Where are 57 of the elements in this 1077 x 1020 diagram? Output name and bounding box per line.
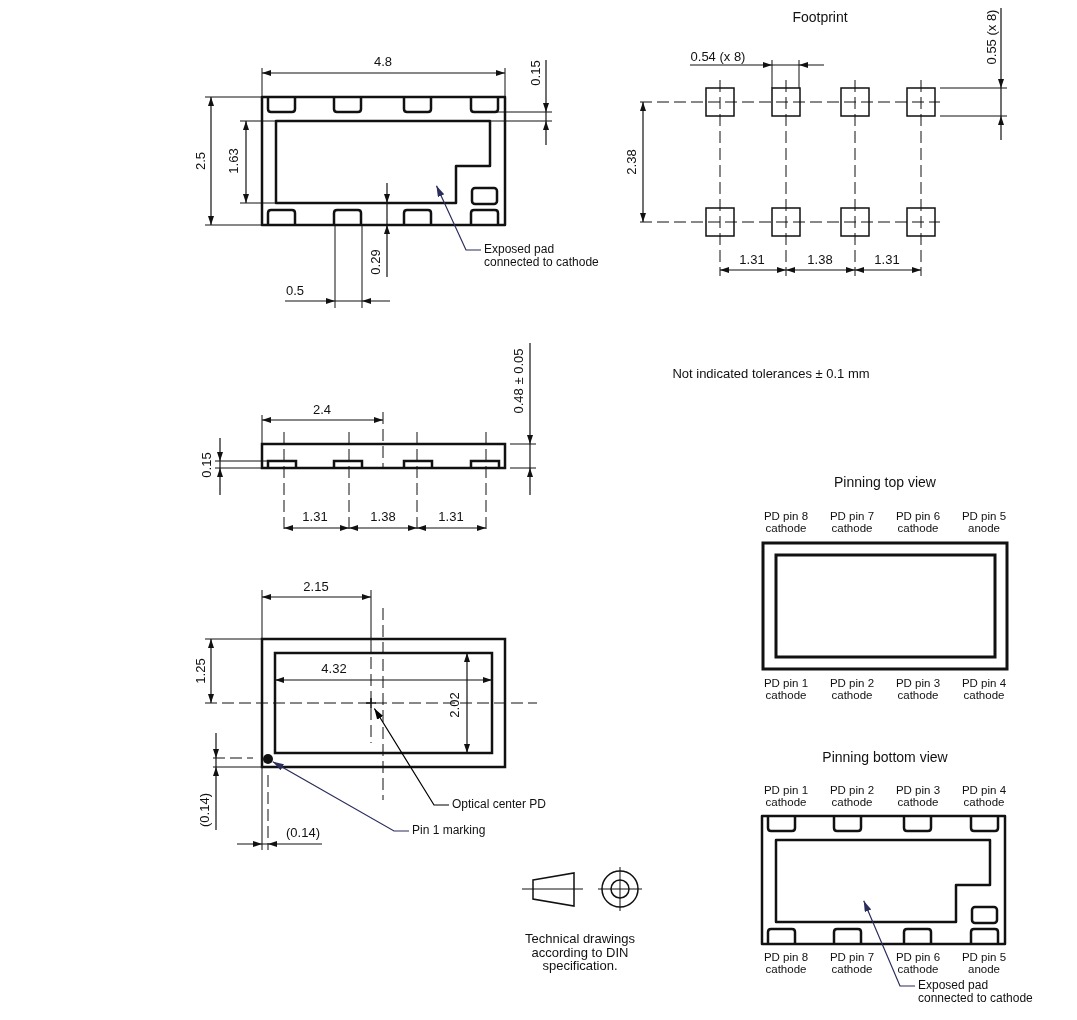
dimension-label: 1.31 [438, 510, 464, 524]
dimension-label: 1.63 [227, 148, 241, 174]
exposed-pad [274, 119, 492, 205]
view-title: Pinning bottom view [822, 749, 948, 765]
pin-label: PD pin 2 cathode [828, 783, 876, 809]
pin-label: PD pin 7 cathode [828, 509, 876, 535]
leader-line [272, 761, 410, 832]
dimension-label: 0.48 ± 0.05 [512, 348, 526, 414]
dimension-label: 2.4 [312, 403, 332, 417]
pin-label: PD pin 3 cathode [894, 676, 942, 702]
pin-label: PD pin 8 cathode [762, 509, 810, 535]
dimension-label: 2.02 [448, 692, 462, 718]
pin-label: PD pin 5 anode [960, 509, 1008, 535]
pin-label: PD pin 2 cathode [828, 676, 876, 702]
dimension-label: 0.5 [285, 284, 305, 298]
dimension-label: 1.25 [194, 658, 208, 684]
dimension-label: 1.38 [807, 253, 833, 267]
optical-center-mark [365, 697, 377, 709]
leader-line [435, 185, 482, 251]
pin-label: PD pin 8 cathode [762, 950, 810, 976]
dimension-label: 2.38 [625, 149, 639, 175]
callout-text: Optical center PD [452, 797, 547, 811]
dimension-label: 2.5 [194, 151, 208, 171]
dimension-label: 1.31 [302, 510, 328, 524]
pin-label: PD pin 1 cathode [762, 783, 810, 809]
note-text: Not indicated tolerances ± 0.1 mm [672, 367, 870, 381]
dimension-label: 1.31 [739, 253, 765, 267]
dimension-label: 0.15 [200, 452, 214, 478]
dimension-label: 0.15 [529, 60, 543, 86]
dimension-label: 1.31 [874, 253, 900, 267]
dimension-label: 4.32 [321, 662, 347, 676]
view-title: Pinning top view [834, 474, 936, 490]
callout-text: Pin 1 marking [412, 823, 486, 837]
pin-label: PD pin 7 cathode [828, 950, 876, 976]
dimension-label: 2.15 [303, 580, 329, 594]
pin-label: PD pin 3 cathode [894, 783, 942, 809]
pin-label: PD pin 4 cathode [960, 676, 1008, 702]
dimension-label: 0.29 [369, 249, 383, 275]
pin-label: PD pin 6 cathode [894, 950, 942, 976]
dimension-label: 0.54 (x 8) [690, 50, 746, 64]
leader-line [863, 900, 916, 987]
pin-label: PD pin 6 cathode [894, 509, 942, 535]
dimension-label: (0.14) [198, 793, 212, 827]
view-title: Footprint [792, 9, 848, 25]
dimension-label: 0.55 (x 8) [985, 9, 999, 65]
pin-marking-dot [263, 754, 273, 764]
dimension-label: 1.38 [370, 510, 396, 524]
pin-label: PD pin 1 cathode [762, 676, 810, 702]
pin-label: PD pin 5 anode [960, 950, 1008, 976]
dimension-label: 4.8 [373, 55, 393, 69]
callout-text: Exposed pad connected to cathode [918, 978, 1033, 1005]
leader-line [373, 707, 450, 806]
exposed-pad [774, 838, 992, 924]
note-text: Technical drawings according to DIN specification. [524, 931, 636, 973]
callout-text: Exposed pad connected to cathode [484, 242, 599, 269]
pin-label: PD pin 4 cathode [960, 783, 1008, 809]
dimension-label: (0.14) [286, 826, 320, 840]
